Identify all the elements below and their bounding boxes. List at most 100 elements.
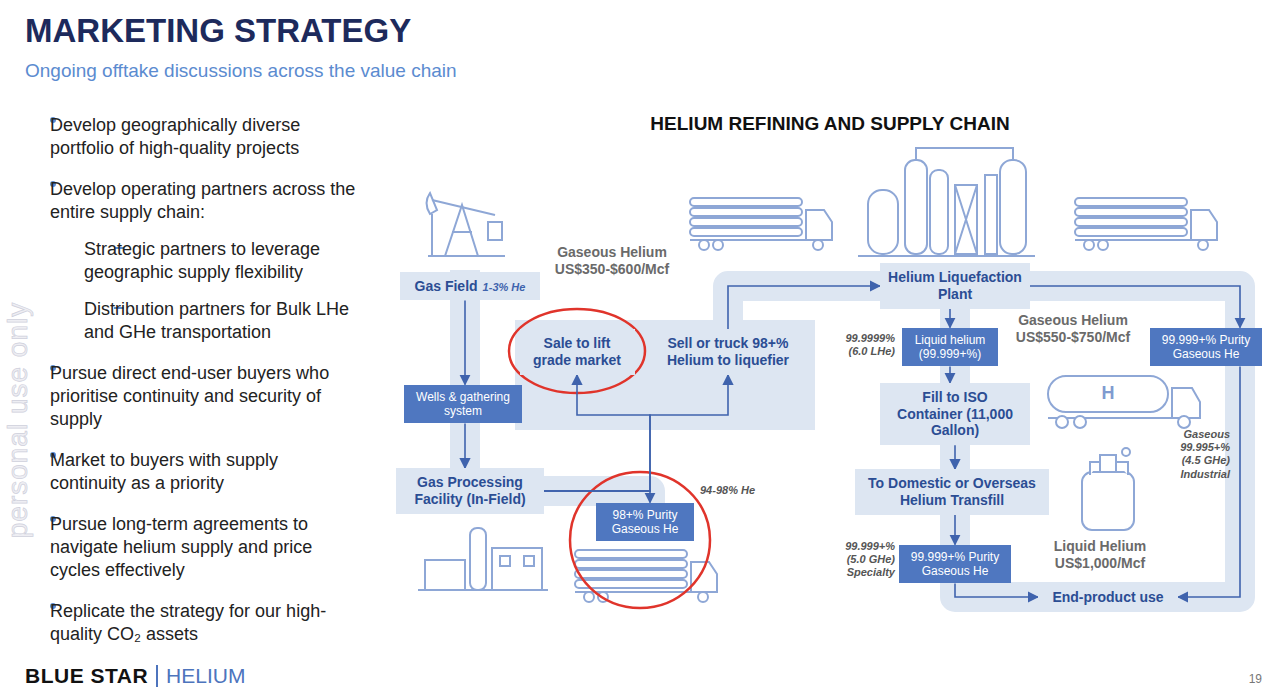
flow-connector: [1178, 366, 1240, 597]
end-box: End-product use: [1038, 583, 1178, 612]
bullet-text: Replicate the strategy for our high-qual…: [50, 601, 326, 644]
purity-note: 99.9999% (6.0 LHe): [831, 332, 895, 358]
process-box: Sale to lift grade market: [520, 329, 635, 375]
purity-note: 94-98% He: [700, 484, 755, 497]
red-highlight-circle: [570, 472, 710, 608]
liquefaction-plant-illustration: [858, 148, 1035, 256]
tanker-truck: [1056, 416, 1068, 428]
liquefaction-plant-illustration: [858, 255, 1035, 257]
tube-trailer-truck: [690, 198, 832, 250]
node-label: 99.999+% Purity Gaseous He: [1157, 333, 1255, 362]
liquefaction-plant-illustration: [916, 148, 1013, 160]
pump-jack: [432, 200, 495, 215]
flow-connector: [464, 423, 466, 468]
liquefaction-plant-illustration: [985, 175, 997, 254]
liquefaction-plant-illustration: [868, 190, 898, 254]
gas-processing-illustration: [524, 556, 534, 566]
pump-jack: [488, 222, 502, 240]
tube-trailer-truck: [1075, 198, 1217, 250]
company-logo: BLUE STAR HELIUM: [25, 664, 245, 688]
liquid-helium-dewar: [1082, 448, 1134, 530]
flow-connector: [955, 583, 1038, 597]
node-label: Sell or truck 98+% Helium to liquefier: [656, 335, 800, 369]
liquid-helium-dewar: [1082, 472, 1134, 530]
tank-logo: H: [1102, 383, 1115, 404]
node-label: 99.999+% Purity Gaseous He: [906, 550, 1004, 579]
node-label: Sale to lift grade market: [528, 335, 627, 369]
node-label: Wells & gathering system: [411, 390, 515, 419]
bullet-text: Develop operating partners across the en…: [50, 179, 355, 222]
pump-jack: [427, 193, 506, 256]
liquefaction-plant-illustration: [905, 160, 927, 254]
flow-connector: [464, 300, 466, 384]
node-label: End-product use: [1046, 589, 1170, 606]
diagram-title: HELIUM REFINING AND SUPPLY CHAIN: [650, 113, 1009, 135]
flow-connector: [954, 515, 956, 545]
bullet-text: Develop geographically diverse portfolio…: [50, 115, 300, 158]
slide-subtitle: Ongoing offtake discussions across the v…: [25, 60, 457, 82]
tanker-truck: [1048, 376, 1200, 428]
bullet-item: Market to buyers with supply continuity …: [34, 443, 359, 495]
product-box: Wells & gathering system: [404, 385, 522, 424]
node-label: Gas Field: [415, 278, 478, 295]
price-label: Gaseous Helium US$350-$600/Mcf: [550, 244, 675, 278]
tanker-truck: [1172, 388, 1200, 418]
tanker-truck: [1048, 417, 1200, 419]
product-box: 98+% Purity Gaseous He: [596, 503, 694, 542]
flow-connector: [728, 286, 880, 329]
node-label: Fill to ISO Container (11,000 Gallon): [888, 389, 1022, 439]
source-box: Gas Field 1-3% He: [400, 272, 540, 301]
liquid-helium-dewar: [1100, 455, 1116, 472]
tanker-truck: [1048, 376, 1168, 412]
liquefaction-plant-illustration: [1000, 160, 1026, 254]
liquid-helium-dewar: [1122, 448, 1130, 456]
bullet-text: Pursue direct end-user buyers who priori…: [50, 363, 329, 429]
gas-processing-illustration: [492, 548, 542, 590]
slide-title: MARKETING STRATEGY: [25, 12, 411, 50]
product-box: 99.999+% Purity Gaseous He: [899, 545, 1011, 584]
node-note: 1-3% He: [483, 281, 526, 294]
purity-note: 99.999+% (5.0 GHe) Specialty: [831, 540, 895, 580]
bullet-text: Strategic partners to leverage geographi…: [84, 239, 320, 282]
liquefaction-plant-illustration: [955, 185, 977, 254]
bullet-item: Strategic partners to leverage geographi…: [34, 236, 359, 284]
liquefaction-plant-illustration: [955, 185, 977, 254]
process-box: Sell or truck 98+% Helium to liquefier: [648, 329, 808, 375]
node-label: Gas Processing Facility (In-Field): [404, 474, 536, 508]
process-box: Fill to ISO Container (11,000 Gallon): [880, 383, 1030, 445]
liquefaction-plant-illustration: [930, 170, 948, 254]
price-label: Gaseous Helium US$550-$750/Mcf: [1011, 312, 1136, 346]
bullet-text: Market to buyers with supply continuity …: [50, 450, 278, 493]
logo-text: BLUE STAR: [25, 664, 148, 688]
gas-processing-illustration: [500, 556, 510, 566]
page-number: 19: [1249, 672, 1262, 686]
flow-connector: [544, 491, 650, 503]
flow-connector: [954, 445, 956, 469]
purity-note: Gaseous 99.995+% (4.5 GHe) Industrial: [1166, 428, 1230, 481]
pump-jack: [428, 205, 505, 256]
node-label: Liquid helium (99.999+%): [909, 333, 991, 362]
product-box: Liquid helium (99.999+%): [902, 328, 998, 367]
flow-connector: [949, 366, 951, 382]
node-label: To Domestic or Overseas Helium Transfill: [863, 475, 1041, 509]
bullet-item: Replicate the strategy for our high-qual…: [34, 594, 359, 646]
bullet-item: Develop operating partners across the en…: [34, 172, 359, 224]
flow-connector: [544, 375, 650, 491]
bullet-text: Pursue long-term agreements to navigate …: [50, 514, 312, 580]
logo-text: HELIUM: [156, 665, 245, 687]
bullet-item: Distribution partners for Bulk LHe and G…: [34, 296, 359, 344]
flow-connector: [544, 375, 728, 491]
node-label: 98+% Purity Gaseous He: [603, 508, 687, 537]
gas-processing-illustration: [470, 528, 486, 590]
price-label: Liquid Helium US$1,000/Mcf: [1034, 538, 1166, 572]
pump-jack: [431, 214, 433, 256]
tanker-truck: [1074, 416, 1086, 428]
bullet-text: Distribution partners for Bulk LHe and G…: [84, 299, 349, 342]
process-box: To Domestic or Overseas Helium Transfill: [855, 469, 1049, 515]
flow-band: [465, 270, 1240, 597]
bullet-item: Pursue direct end-user buyers who priori…: [34, 356, 359, 431]
gas-processing-illustration: [418, 528, 548, 590]
flow-band: [515, 320, 815, 430]
watermark: personal use only: [2, 302, 34, 538]
process-box: Helium Liquefaction Plant: [880, 263, 1030, 309]
